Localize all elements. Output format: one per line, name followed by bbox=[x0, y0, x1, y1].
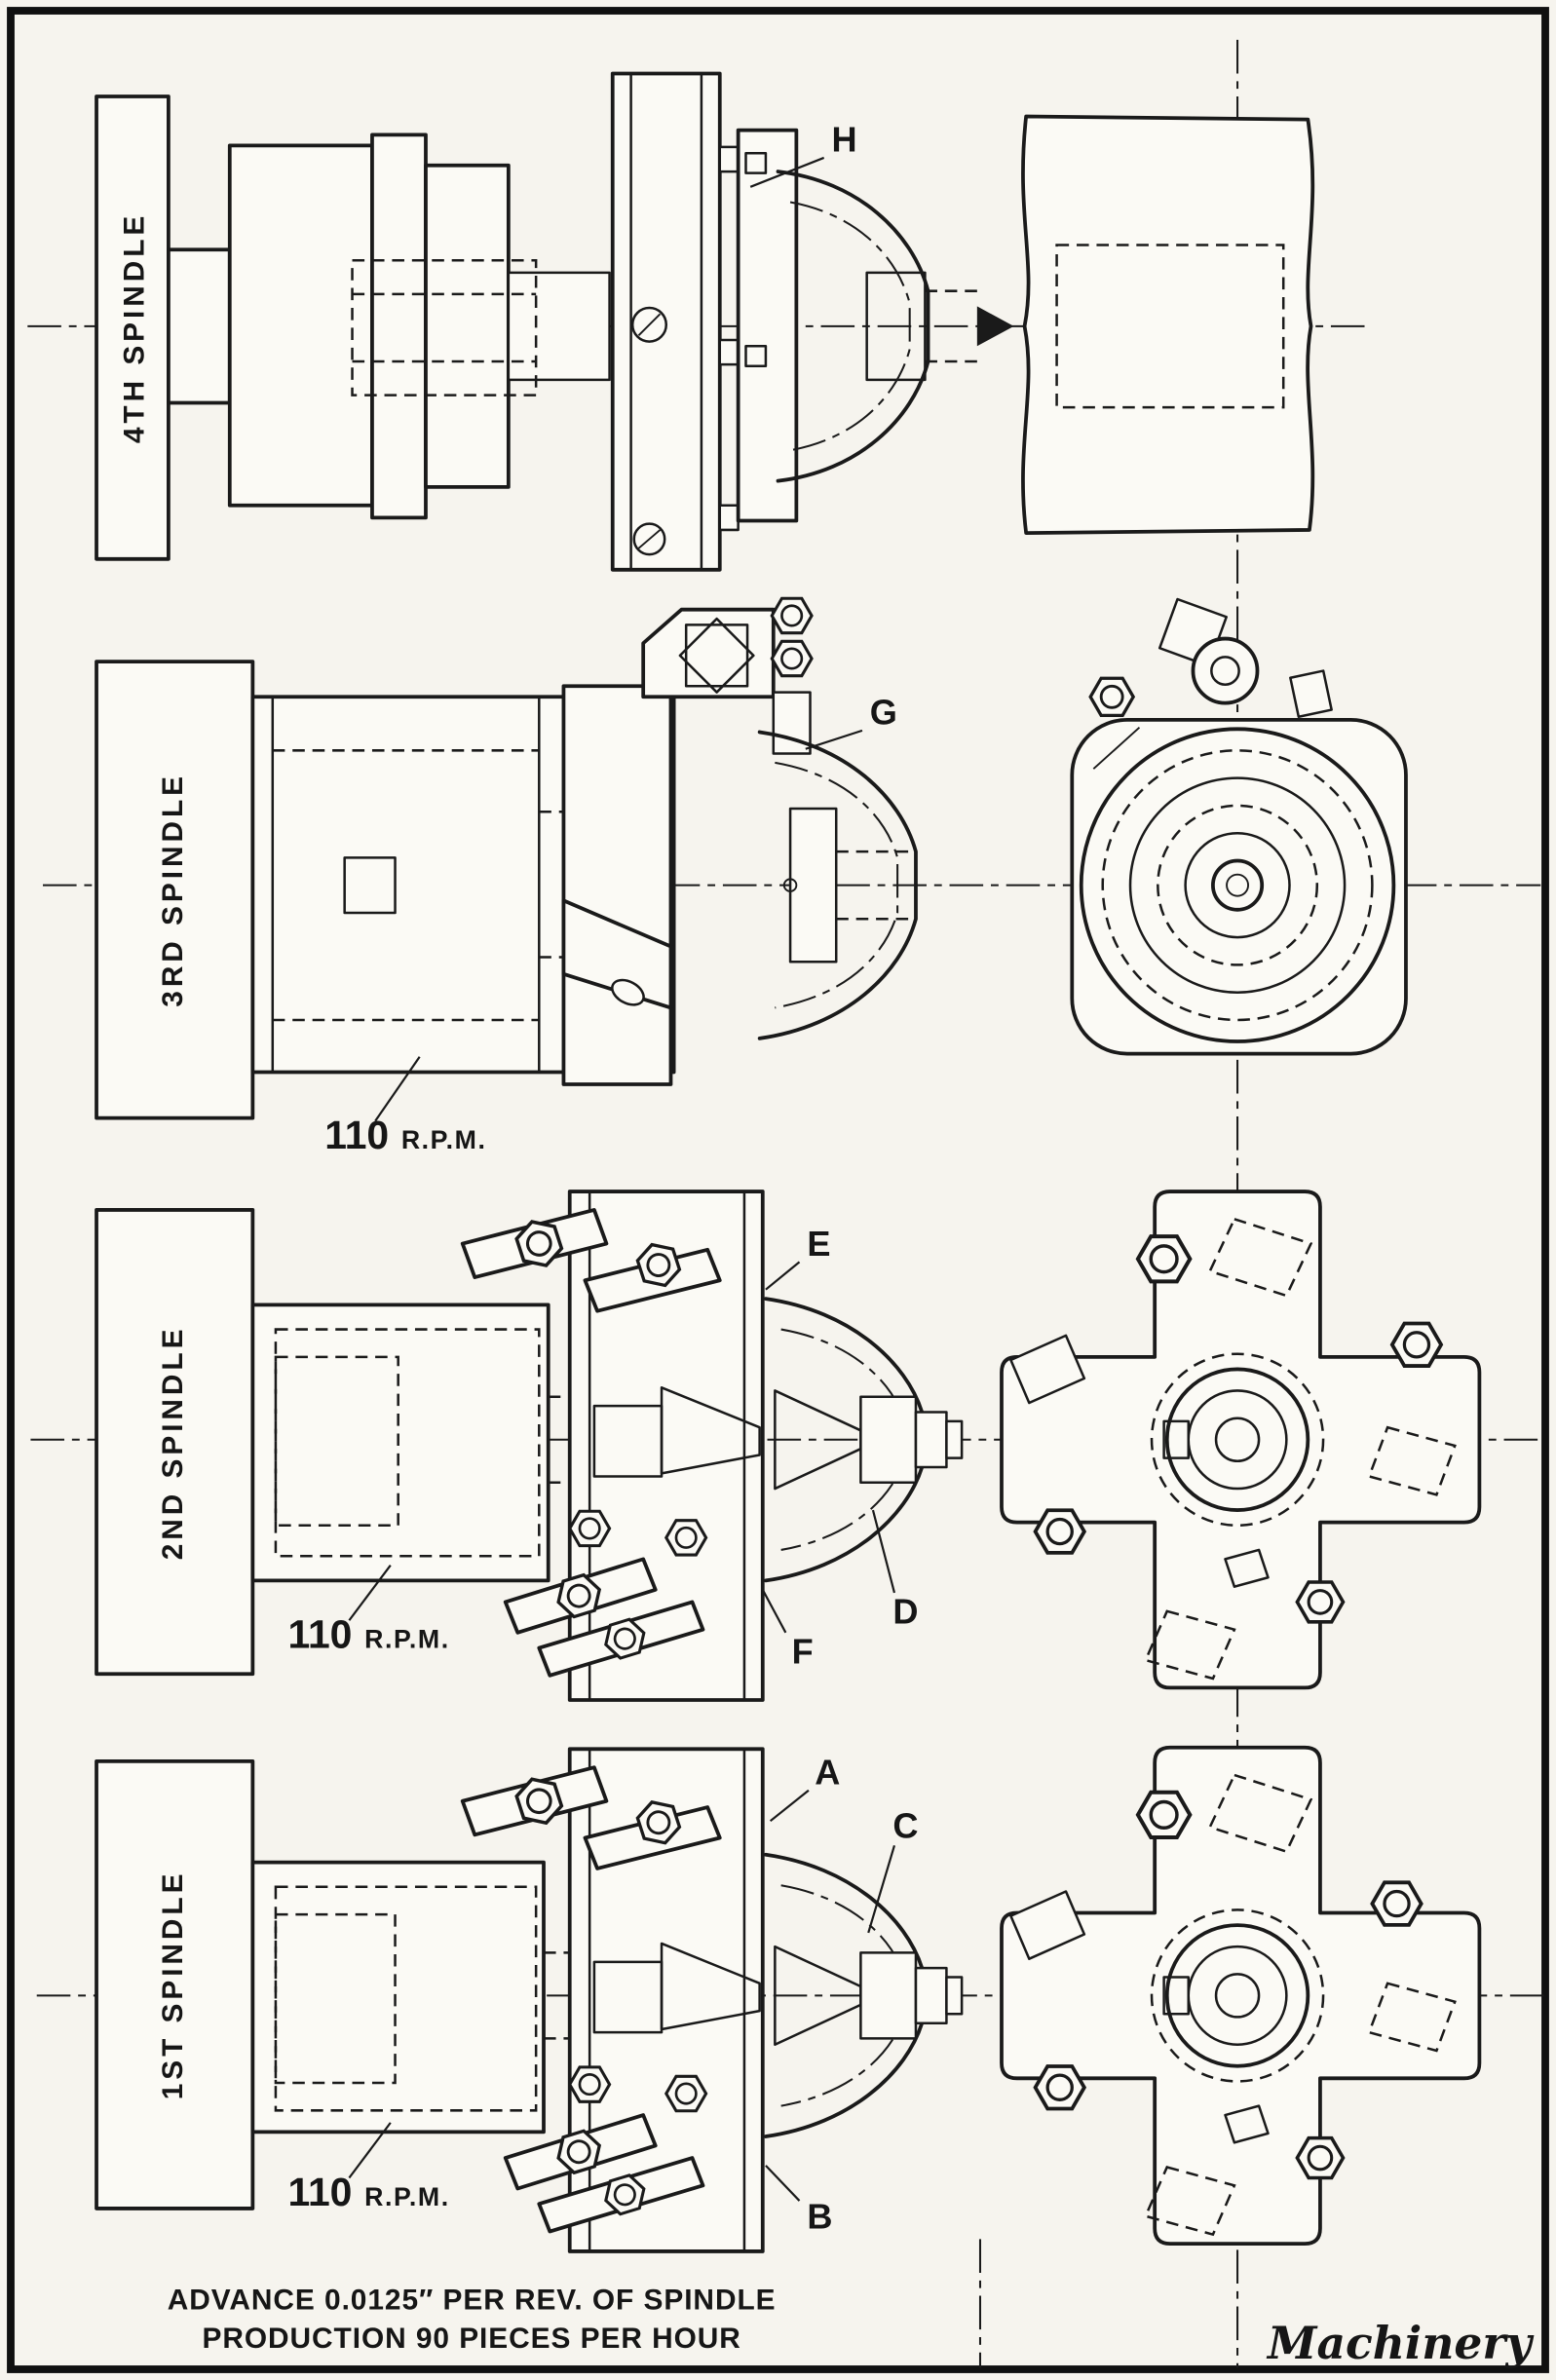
spindle-2-stock-guide-drawing bbox=[764, 1297, 964, 1583]
leader-d bbox=[871, 1509, 896, 1594]
figure-captions: ADVANCE 0.0125″ PER REV. OF SPINDLE PROD… bbox=[168, 2285, 1536, 2369]
part-label-h: H bbox=[832, 120, 857, 160]
page-border bbox=[7, 7, 1549, 2373]
leader-e bbox=[765, 1261, 801, 1291]
spindle-3-rpm-unit: R.P.M. bbox=[401, 1125, 487, 1154]
spindle-1-label: 1ST SPINDLE bbox=[157, 1870, 189, 2100]
spindle-2-rpm-value: 110 bbox=[288, 1612, 353, 1657]
spindle-1-chuck-drawing bbox=[250, 1860, 594, 2134]
publication-signature: Machinery bbox=[1266, 2317, 1535, 2369]
spindle-3-rpm-value: 110 bbox=[324, 1113, 389, 1157]
center-point-icon bbox=[976, 306, 1014, 347]
spindle-3-stock-guide-drawing bbox=[757, 730, 918, 1040]
leader-b bbox=[765, 2165, 801, 2202]
spindle-1-rpm-value: 110 bbox=[288, 2170, 353, 2214]
leader-g bbox=[805, 729, 863, 750]
spindle-1-stock-guide-drawing bbox=[764, 1852, 964, 2138]
part-label-b: B bbox=[807, 2196, 832, 2236]
leader-h bbox=[749, 156, 825, 188]
part-label-g: G bbox=[870, 693, 897, 733]
spindle-2-tool-slide-drawing bbox=[460, 1190, 765, 1702]
part-label-c: C bbox=[892, 1805, 918, 1845]
spindle-1-section: 1ST SPINDLE bbox=[95, 1745, 1482, 2253]
spindle-3-label-box bbox=[95, 660, 255, 1120]
leader-rpm-3 bbox=[374, 1056, 421, 1122]
leader-rpm-1 bbox=[348, 2122, 392, 2179]
spindle-2-chuck-drawing bbox=[250, 1303, 594, 1583]
spindle-2-rpm-unit: R.P.M. bbox=[364, 1625, 450, 1654]
spindle-4-label: 4TH SPINDLE bbox=[119, 212, 151, 443]
spindle-2-label-box bbox=[95, 1208, 255, 1677]
spindle-2-label: 2ND SPINDLE bbox=[157, 1326, 189, 1561]
leader-a bbox=[769, 1789, 810, 1823]
caption-advance: ADVANCE 0.0125″ PER REV. OF SPINDLE bbox=[168, 2285, 777, 2317]
spindle-3-tool-slide-drawing bbox=[561, 596, 814, 1086]
leader-f bbox=[761, 1589, 787, 1634]
caption-production: PRODUCTION 90 PIECES PER HOUR bbox=[202, 2323, 740, 2355]
spindle-3-section: 3RD SPINDLE bbox=[95, 596, 1408, 1157]
spindle-4-chuck-drawing bbox=[167, 132, 611, 520]
leader-rpm-2 bbox=[348, 1564, 392, 1621]
spindle-3-end-view-drawing bbox=[1070, 597, 1408, 1056]
leader-c bbox=[867, 1845, 896, 1934]
spindle-2-section: 2ND SPINDLE bbox=[95, 1190, 1482, 1702]
spindle-1-rpm-unit: R.P.M. bbox=[364, 2182, 450, 2211]
part-label-e: E bbox=[807, 1224, 830, 1264]
spindle-4-tool-slide-drawing bbox=[610, 71, 799, 572]
spindle-4-section: 4TH SPINDLE bbox=[95, 71, 1315, 572]
part-label-f: F bbox=[792, 1631, 814, 1671]
spindle-4-workpiece-drawing bbox=[1021, 114, 1315, 535]
spindle-3-label: 3RD SPINDLE bbox=[157, 773, 189, 1007]
spindle-1-end-view-drawing bbox=[1000, 1745, 1482, 2246]
spindle-1-tool-slide-drawing bbox=[460, 1747, 765, 2253]
part-label-d: D bbox=[892, 1591, 918, 1631]
part-label-a: A bbox=[815, 1752, 840, 1792]
spindle-4-stock-guide-drawing bbox=[776, 170, 1014, 483]
spindle-2-end-view-drawing bbox=[1000, 1190, 1482, 1690]
